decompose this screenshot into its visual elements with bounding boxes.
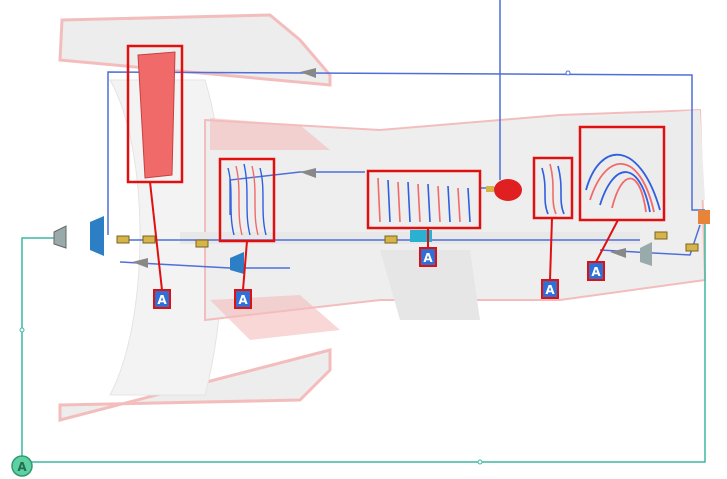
- module-icon-lpt-label: A: [591, 265, 601, 279]
- rear-casing: [560, 110, 705, 200]
- loop-node-small-left: [20, 328, 24, 332]
- loop-start-node[interactable]: A: [12, 456, 32, 476]
- module-icon-lpt[interactable]: A: [588, 262, 604, 280]
- loop-start-node-label: A: [17, 460, 27, 474]
- fan-blade: [138, 52, 175, 178]
- module-icon-hpc-label: A: [423, 251, 433, 265]
- fan-module-symbol: [90, 216, 104, 256]
- module-icon-fan[interactable]: A: [154, 290, 170, 308]
- module-icon-lpc[interactable]: A: [235, 290, 251, 308]
- loop-node-small-bottom: [478, 460, 482, 464]
- module-icon-hpc[interactable]: A: [420, 248, 436, 266]
- combustor: [494, 179, 522, 201]
- loop-node-small-top: [566, 71, 570, 75]
- module-icon-hpt[interactable]: A: [542, 280, 558, 298]
- module-icon-fan-label: A: [157, 293, 167, 307]
- module-icon-lpc-label: A: [238, 293, 248, 307]
- inlet-symbol: [54, 226, 66, 248]
- nacelle-top: [60, 15, 330, 85]
- combustor-injector: [486, 186, 494, 192]
- exhaust-module: [698, 210, 710, 224]
- module-icon-hpt-label: A: [545, 283, 555, 297]
- fan-blade-stage: [138, 52, 175, 178]
